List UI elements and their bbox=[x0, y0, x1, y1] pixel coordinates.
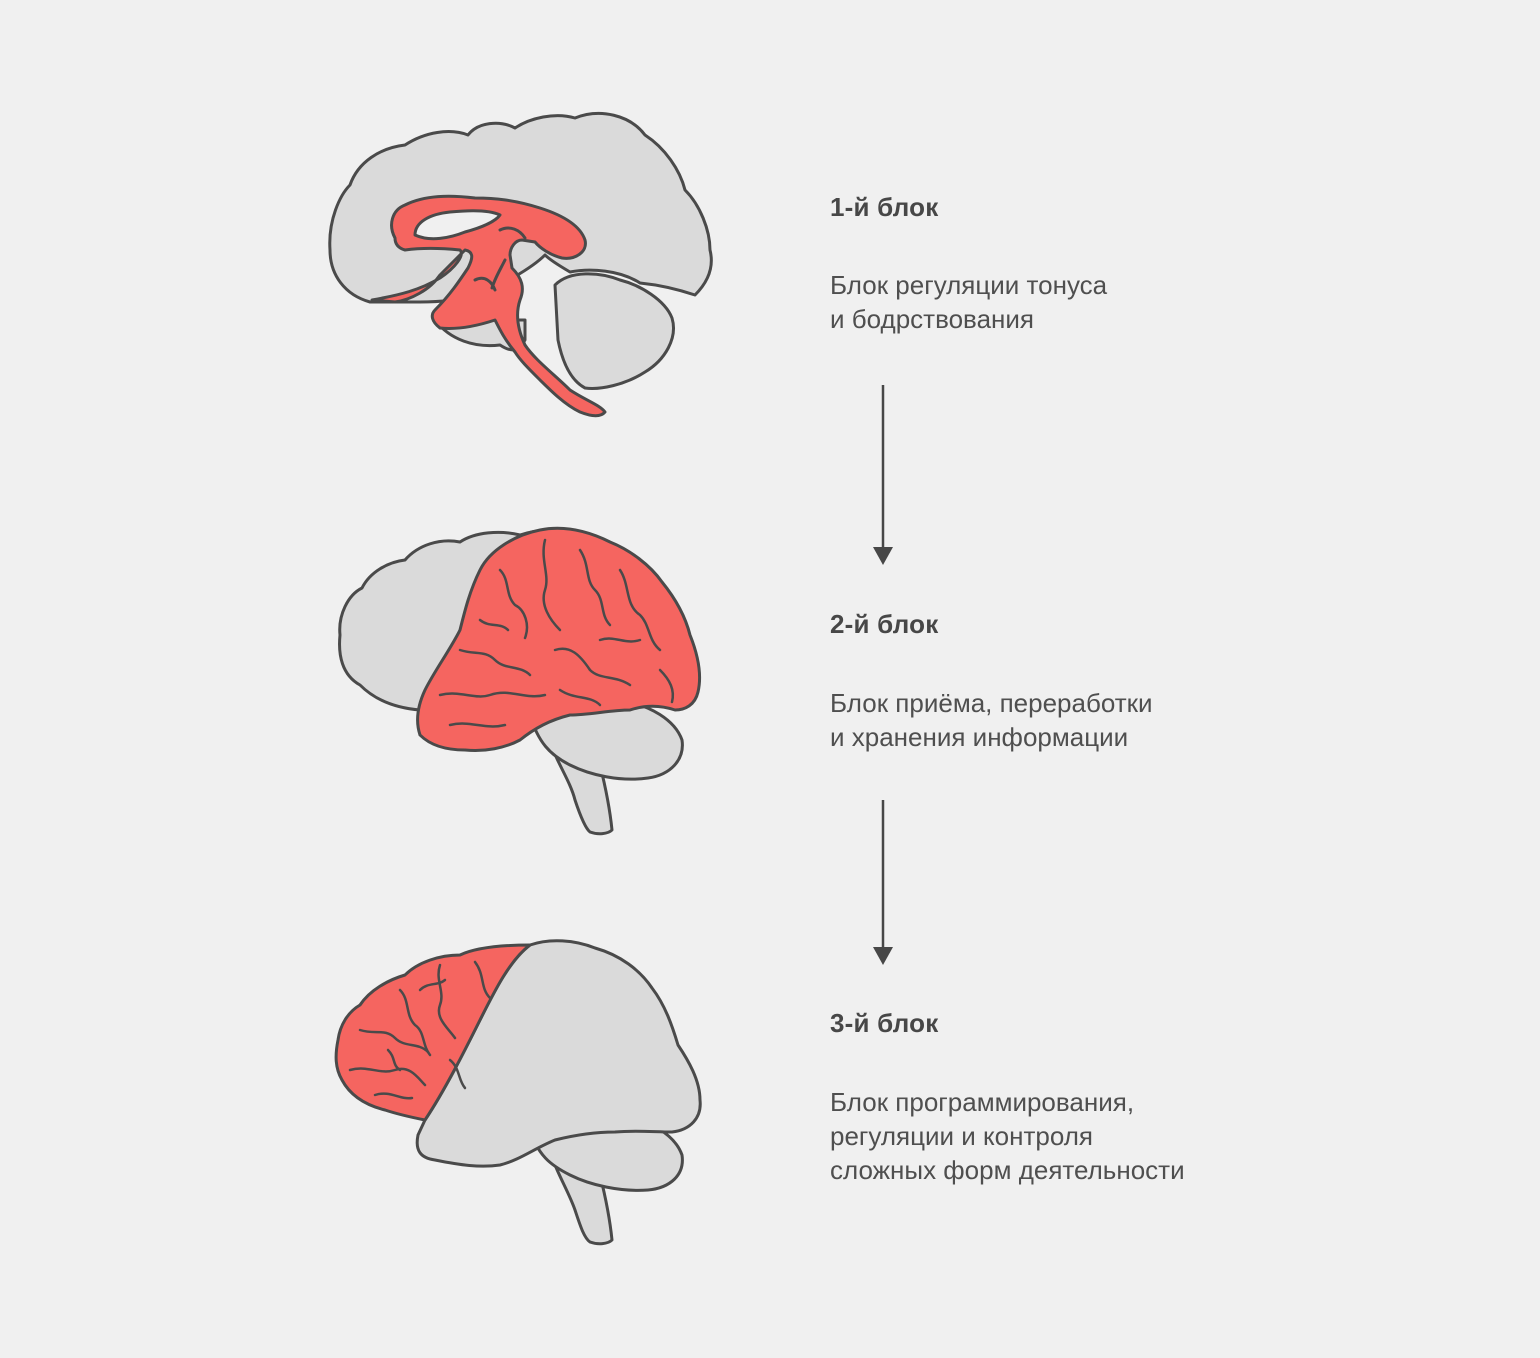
block-2-description: Блок приёма, переработки и хранения инфо… bbox=[830, 686, 1250, 754]
block-1-description-line: Блок регуляции тонуса bbox=[830, 270, 1108, 300]
arrow-down-icon bbox=[872, 385, 894, 565]
lateral-ventricle-shape bbox=[413, 209, 502, 241]
block-3-title: 3-й блок bbox=[830, 1008, 939, 1038]
brain-lateral-illustration-2 bbox=[300, 510, 760, 850]
block-3-description: Блок программирования, регуляции и контр… bbox=[830, 1085, 1250, 1187]
arrow-down-icon bbox=[872, 800, 894, 965]
frontal-cortex-highlight bbox=[334, 943, 532, 1122]
gyri-lines bbox=[348, 960, 492, 1100]
block-3-description-line: Блок программирования, bbox=[830, 1087, 1135, 1117]
cerebellum-shape bbox=[553, 272, 675, 390]
reticular-formation-highlight bbox=[370, 194, 607, 418]
block-3-description-line: сложных форм деятельности bbox=[830, 1155, 1185, 1185]
block-2-title: 2-й блок bbox=[830, 609, 939, 639]
brain-sagittal-illustration bbox=[300, 90, 760, 430]
block-1-description-line: и бодрствования bbox=[830, 304, 1034, 334]
block-1-title: 1-й блок bbox=[830, 192, 939, 222]
brain-lateral-posterior-highlight-icon bbox=[338, 526, 702, 836]
brain-lateral-illustration-3 bbox=[300, 920, 760, 1260]
block-3-description-line: регуляции и контроля bbox=[830, 1121, 1093, 1151]
block-2-description-line: Блок приёма, переработки bbox=[830, 688, 1153, 718]
block-1-description: Блок регуляции тонуса и бодрствования bbox=[830, 268, 1250, 336]
brain-sagittal-section-icon bbox=[328, 111, 713, 418]
block-2-description-line: и хранения информации bbox=[830, 722, 1129, 752]
thalamus-detail-line bbox=[473, 226, 527, 292]
brain-lateral-frontal-highlight-icon bbox=[334, 939, 702, 1246]
gyri-lines bbox=[438, 538, 675, 728]
